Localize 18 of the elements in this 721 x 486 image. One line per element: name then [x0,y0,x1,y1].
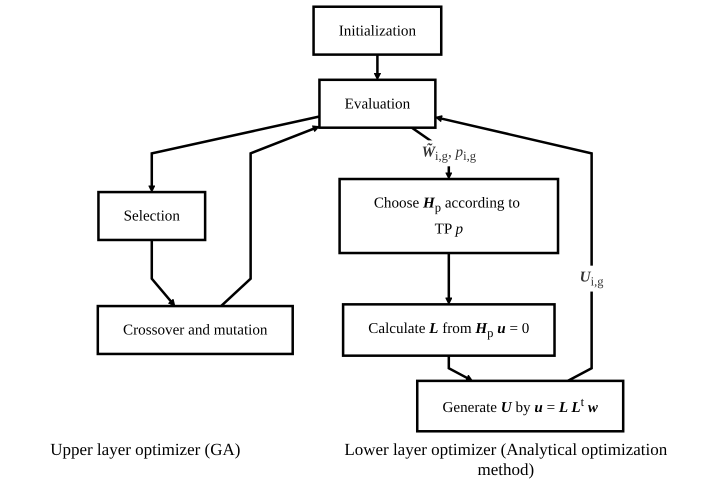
node-box: Generate U by u = L L$^{t}$ w [416,380,624,433]
node-box: Choose H$_{p}$ according to TP p [338,178,560,254]
node-box: Crossover and mutation [96,304,294,356]
node-box: Calculate L from H$_{p}$ u = 0 [342,303,556,357]
arrow [445,253,452,305]
edge-label: W̃$_{i,g}$, p$_{i,g}$ [422,142,476,164]
layer-caption: Upper layer optimizer (GA) [50,440,240,461]
arrow [448,356,473,382]
arrow [374,54,382,80]
arrow [150,240,176,306]
layer-caption: Lower layer optimizer (Analytical optimization method) [343,440,668,480]
arrow [220,125,320,307]
arrow [148,115,320,192]
node-box: Selection [97,190,206,242]
arrow [435,115,593,382]
edge-label: U$_{i,g}$ [580,268,604,289]
node-box: Initialization [312,5,442,56]
node-box: Evaluation [318,78,437,129]
